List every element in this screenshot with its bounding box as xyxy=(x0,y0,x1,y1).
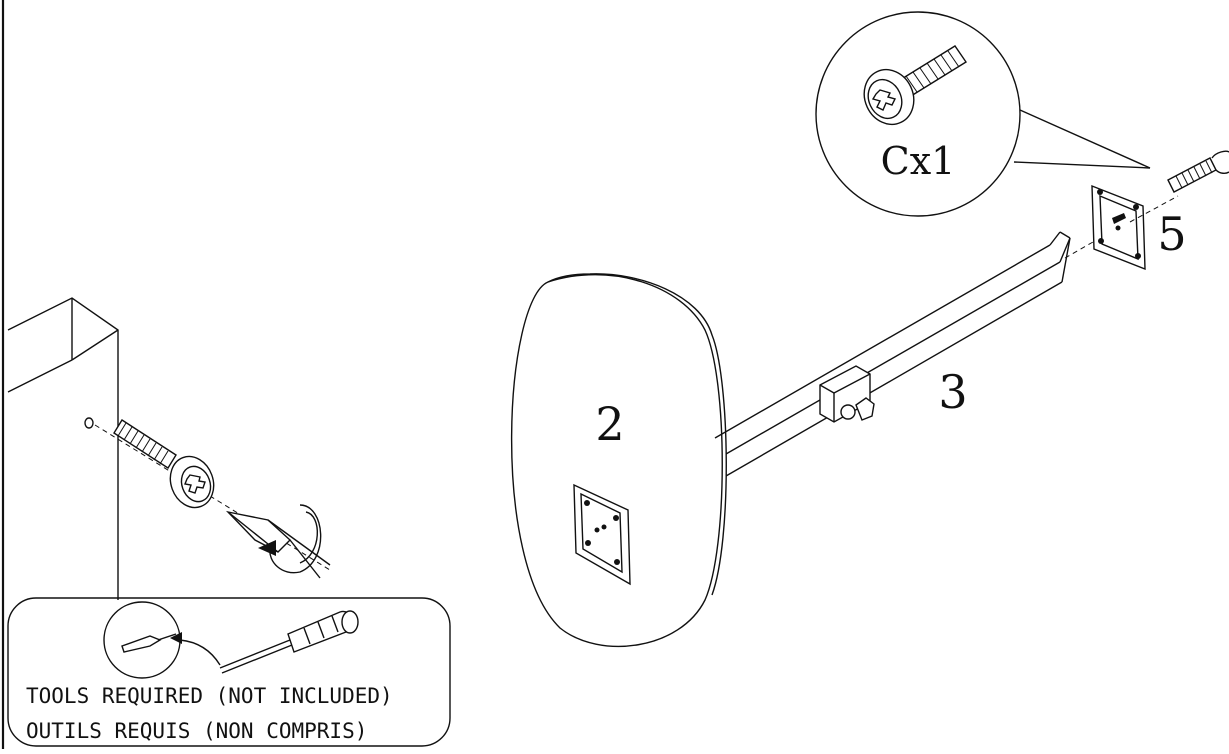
screwdriver-icon xyxy=(219,610,359,674)
hardware-qty-label: Cx1 xyxy=(881,139,956,183)
hardware-callout-icon: Cx1 xyxy=(815,11,1151,217)
tools-required-fr: OUTILS REQUIS (NON COMPRIS) xyxy=(26,719,367,743)
part-label-3: 3 xyxy=(938,365,967,419)
bracket-plate xyxy=(1091,184,1179,271)
mounting-plate-top xyxy=(573,483,631,586)
part-label-2: 2 xyxy=(595,397,624,451)
part-label-5: 5 xyxy=(1157,207,1186,261)
column xyxy=(714,231,1101,477)
panel-edge-detail xyxy=(7,297,331,600)
tools-required-en: TOOLS REQUIRED (NOT INCLUDED) xyxy=(26,684,393,708)
pilot-hole xyxy=(84,417,94,429)
tools-required-box: TOOLS REQUIRED (NOT INCLUDED) OUTILS REQ… xyxy=(7,597,451,747)
height-adjust-collar xyxy=(819,365,875,423)
bracket-screw-icon xyxy=(1167,150,1229,193)
screw-icon xyxy=(113,419,215,509)
table-top xyxy=(510,273,727,648)
rotation-arrow-icon xyxy=(258,504,322,574)
